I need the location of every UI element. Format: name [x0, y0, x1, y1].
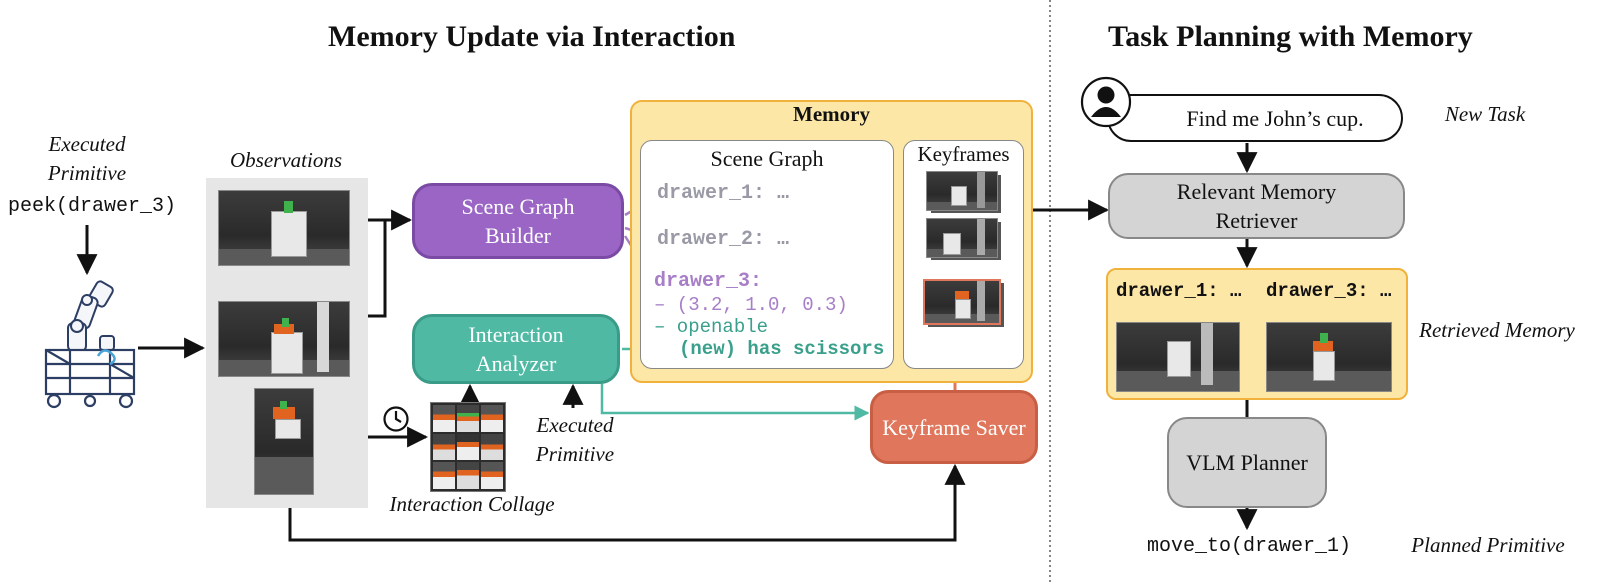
keyframe-drawer-1: [926, 171, 998, 211]
keyframe-drawer-3: [923, 279, 1001, 325]
planned-primitive-code: move_to(drawer_1): [1147, 535, 1352, 558]
keyframes-title: Keyframes: [917, 142, 1010, 166]
scene-graph-drawer-3: drawer_3:: [654, 270, 763, 293]
interaction-collage-image: [430, 402, 506, 492]
relevant-memory-retriever-box: Relevant Memory Retriever: [1108, 173, 1405, 239]
scene-graph-drawer-3-position: – (3.2, 1.0, 0.3): [654, 294, 848, 316]
memory-title: Memory: [793, 102, 870, 126]
scene-graph-drawer-1: drawer_1: …: [657, 182, 790, 205]
scene-graph-drawer-3-property: – openable: [654, 316, 769, 338]
observations-label: Observations: [230, 148, 342, 172]
scene-graph-builder-box: Scene Graph Builder: [412, 183, 624, 259]
right-section-title: Task Planning with Memory: [1108, 20, 1473, 53]
robot-icon: [44, 280, 136, 409]
interaction-collage-label: Interaction Collage: [389, 492, 555, 516]
retrieved-memory-label: Retrieved Memory: [1419, 318, 1575, 342]
retrieved-image-drawer-3: [1266, 322, 1392, 392]
keyframe-drawer-2: [926, 218, 998, 258]
interaction-analyzer-box: Interaction Analyzer: [412, 314, 620, 384]
keyframe-saver-box: Keyframe Saver: [870, 390, 1038, 464]
clock-icon: [383, 406, 409, 432]
vlm-planner-box: VLM Planner: [1167, 417, 1327, 508]
executed-primitive-code: peek(drawer_3): [8, 195, 177, 218]
retrieved-drawer-3: drawer_3: …: [1266, 280, 1392, 302]
new-task-label: New Task: [1444, 102, 1526, 126]
scene-graph-drawer-3-new-fact: (new) has scissors: [679, 338, 885, 360]
observation-image-1: [218, 190, 350, 266]
user-icon: [1080, 76, 1132, 128]
scene-graph-drawer-2: drawer_2: …: [657, 228, 790, 251]
task-query-box: Find me John’s cup.: [1107, 94, 1403, 142]
left-section-title: Memory Update via Interaction: [328, 20, 736, 53]
executed-primitive-label: Executed Primitive: [47, 132, 127, 185]
observation-image-3: [254, 388, 314, 495]
planned-primitive-label: Planned Primitive: [1411, 533, 1565, 557]
scene-graph-panel: [640, 140, 894, 369]
executed-primitive-label-2: Executed Primitive: [535, 413, 615, 466]
retrieved-image-drawer-1: [1116, 322, 1240, 392]
observation-image-2: [218, 301, 350, 377]
retrieved-drawer-1: drawer_1: …: [1116, 280, 1242, 302]
scene-graph-title: Scene Graph: [710, 146, 824, 171]
